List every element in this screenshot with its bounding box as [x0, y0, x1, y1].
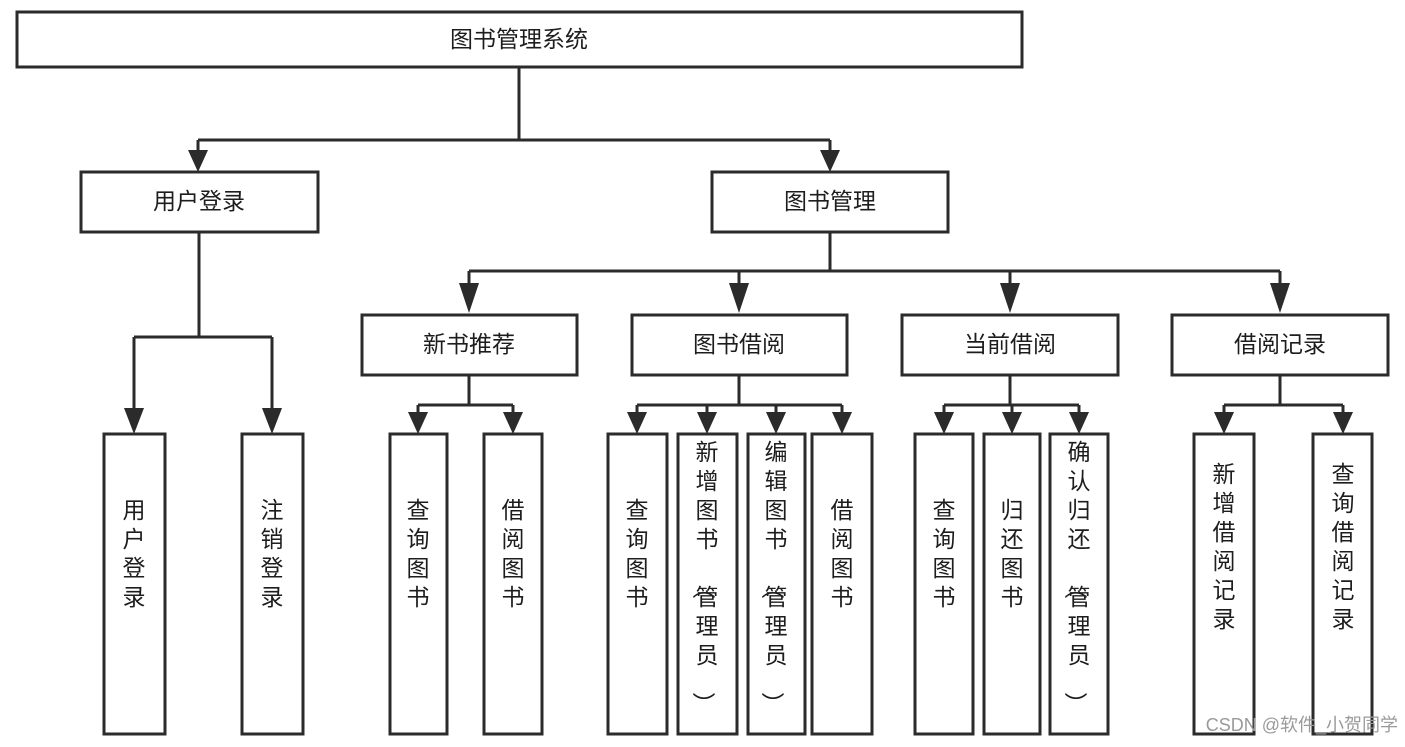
leaf-add-record-label: 新增借阅记录 [1213, 461, 1236, 632]
leaf-add-record-rect [1192, 432, 1256, 736]
leaf-query-book-2-label: 查询图书 [626, 497, 649, 610]
node-current-borrow-rect [900, 313, 1120, 377]
leaf-node-edit-book[interactable]: 编辑图书（管理员） [746, 432, 807, 736]
leaf-node-user-login[interactable]: 用户登录 [102, 432, 167, 736]
leaf-borrow-book-1-label: 借阅图书 [502, 497, 525, 610]
node-book-manage-rect [710, 170, 950, 234]
edges-current-borrow-to-leaves [934, 375, 1089, 434]
arrow-to-user-login-icon [188, 150, 208, 172]
arrow-to-leaf-logout-icon [262, 408, 282, 434]
csdn-watermark: CSDN @软件_小贺同学 [1206, 715, 1398, 736]
leaf-return-book-label: 归还图书 [1001, 497, 1024, 610]
leaf-confirm-return-label: 确认归还（管理员） [1063, 439, 1091, 715]
node-book-borrow[interactable]: 图书借阅 [630, 313, 849, 377]
arrow-to-leaf-return-book-icon [1002, 412, 1022, 434]
edges-borrow-record-to-leaves [1214, 375, 1353, 434]
leaf-return-book-rect [982, 432, 1042, 736]
node-book-manage[interactable]: 图书管理 [710, 170, 950, 234]
node-book-borrow-rect [630, 313, 849, 377]
arrow-to-book-manage-icon [820, 150, 840, 172]
leaf-logout-label: 注销登录 [261, 497, 284, 610]
leaf-node-query-book-3[interactable]: 查询图书 [913, 432, 975, 736]
leaf-query-book-2-rect [606, 432, 669, 736]
arrow-to-leaf-user-login-icon [124, 408, 144, 434]
node-root-rect [15, 10, 1024, 69]
leaf-user-login-label: 用户登录 [123, 497, 146, 610]
node-borrow-record-label: 借阅记录 [1234, 331, 1326, 357]
arrow-to-leaf-query-record-icon [1333, 412, 1353, 434]
leaf-node-add-book[interactable]: 新增图书（管理员） [676, 432, 739, 736]
leaf-node-confirm-return[interactable]: 确认归还（管理员） [1048, 432, 1110, 736]
leaf-edit-book-rect [746, 432, 807, 736]
leaf-edit-book-label: 编辑图书（管理员） [760, 439, 788, 715]
leaf-node-add-record[interactable]: 新增借阅记录 [1192, 432, 1256, 736]
node-new-book-rec-label: 新书推荐 [423, 331, 515, 357]
arrow-to-book-borrow-icon [729, 283, 749, 313]
leaf-query-book-1-label: 查询图书 [407, 497, 430, 610]
leaf-node-borrow-book-2[interactable]: 借阅图书 [810, 432, 874, 736]
leaf-query-book-1-rect [388, 432, 449, 736]
leaf-node-query-book-1[interactable]: 查询图书 [388, 432, 449, 736]
leaf-query-book-3-label: 查询图书 [933, 497, 956, 610]
node-book-manage-label: 图书管理 [784, 188, 876, 214]
node-borrow-record-rect [1170, 313, 1390, 377]
leaf-borrow-book-2-rect [810, 432, 874, 736]
arrow-to-borrow-record-icon [1270, 283, 1290, 313]
arrow-to-leaf-query-book-3-icon [934, 412, 954, 434]
leaf-borrow-book-1-rect [482, 432, 544, 736]
leaf-node-query-book-2[interactable]: 查询图书 [606, 432, 669, 736]
leaf-borrow-book-2-label: 借阅图书 [831, 497, 854, 610]
arrow-to-leaf-borrow-book-1-icon [503, 412, 523, 434]
node-user-login-label: 用户登录 [153, 188, 245, 214]
node-book-borrow-label: 图书借阅 [693, 331, 785, 357]
node-current-borrow-label: 当前借阅 [964, 331, 1056, 357]
leaf-add-book-rect [676, 432, 739, 736]
leaf-user-login-rect [102, 432, 167, 736]
leaf-query-book-3-rect [913, 432, 975, 736]
arrow-to-leaf-add-book-icon [697, 412, 717, 434]
leaf-node-borrow-book-1[interactable]: 借阅图书 [482, 432, 544, 736]
leaf-add-book-label: 新增图书（管理员） [691, 439, 719, 715]
arrow-to-leaf-borrow-book-2-icon [832, 412, 852, 434]
arrow-to-current-borrow-icon [1000, 283, 1020, 313]
leaf-logout-rect [240, 432, 305, 736]
node-root-label: 图书管理系统 [450, 26, 588, 52]
leaf-confirm-return-rect [1048, 432, 1110, 736]
node-new-book-rec-rect [360, 313, 579, 377]
leaf-node-query-record[interactable]: 查询借阅记录 [1311, 432, 1374, 736]
node-current-borrow[interactable]: 当前借阅 [900, 313, 1120, 377]
edges-book-borrow-to-leaves [627, 375, 852, 434]
edges-new-book-rec-to-leaves [408, 375, 523, 434]
arrow-to-new-book-rec-icon [459, 283, 479, 313]
arrow-to-leaf-add-record-icon [1214, 412, 1234, 434]
node-borrow-record[interactable]: 借阅记录 [1170, 313, 1390, 377]
leaf-node-logout[interactable]: 注销登录 [240, 432, 305, 736]
arrow-to-leaf-edit-book-icon [766, 412, 786, 434]
edges-book-manage-to-level3 [459, 232, 1290, 313]
arrow-to-leaf-query-book-1-icon [408, 412, 428, 434]
node-user-login[interactable]: 用户登录 [79, 170, 320, 234]
arrow-to-leaf-query-book-2-icon [627, 412, 647, 434]
leaf-query-record-label: 查询借阅记录 [1332, 461, 1355, 632]
edges-root-to-level2 [188, 67, 840, 172]
node-root[interactable]: 图书管理系统 [15, 10, 1024, 69]
arrow-to-leaf-confirm-return-icon [1069, 412, 1089, 434]
node-new-book-rec[interactable]: 新书推荐 [360, 313, 579, 377]
leaf-node-return-book[interactable]: 归还图书 [982, 432, 1042, 736]
leaf-query-record-rect [1311, 432, 1374, 736]
edges-user-login-to-leaves [124, 232, 282, 434]
